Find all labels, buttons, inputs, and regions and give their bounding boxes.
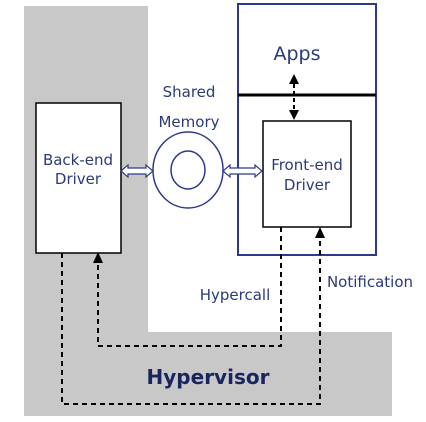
notification-path bbox=[61, 227, 325, 405]
shared-memory-ring-inner bbox=[170, 150, 206, 190]
apps-label: Apps bbox=[273, 43, 320, 65]
hypercall-label: Hypercall bbox=[200, 286, 271, 304]
notification-label: Notification bbox=[327, 273, 413, 291]
backend-shared-memory-arrow bbox=[120, 163, 154, 179]
backend-driver-label-line1: Back-end bbox=[43, 151, 113, 169]
backend-driver: Back-end Driver bbox=[35, 102, 122, 254]
hypervisor-label: Hypervisor bbox=[147, 365, 270, 389]
apps-frontend-arrow bbox=[289, 74, 299, 120]
frontend-driver: Front-end Driver bbox=[262, 120, 352, 228]
shared-memory-frontend-arrow bbox=[222, 163, 263, 179]
frontend-driver-box bbox=[262, 120, 352, 228]
shared-memory: Shared Memory bbox=[152, 83, 224, 209]
hypercall-path bbox=[93, 227, 282, 347]
backend-driver-label-line2: Driver bbox=[55, 170, 102, 188]
shared-memory-label-line2: Memory bbox=[158, 113, 219, 131]
frontend-driver-label-line1: Front-end bbox=[271, 156, 343, 174]
backend-driver-box bbox=[35, 102, 122, 254]
frontend-driver-label-line2: Driver bbox=[284, 176, 331, 194]
shared-memory-label-line1: Shared bbox=[163, 83, 216, 101]
